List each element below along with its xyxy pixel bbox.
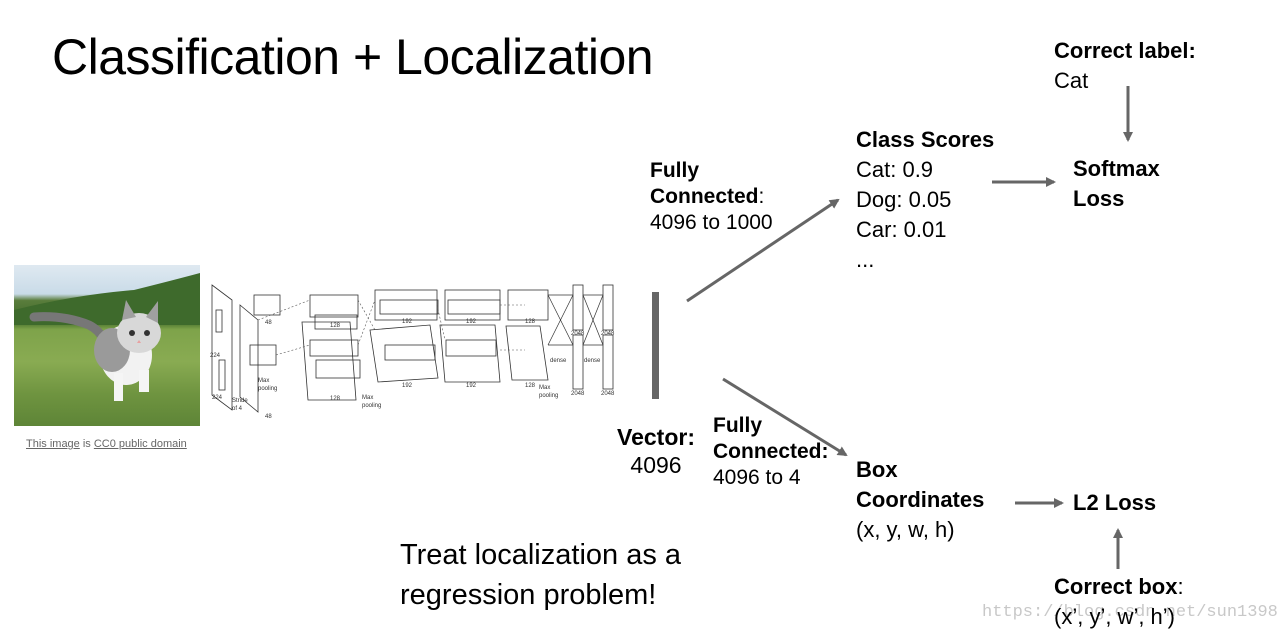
fc-top-block: Fully Connected: 4096 to 1000 bbox=[650, 158, 773, 236]
softmax-line1: Softmax bbox=[1073, 156, 1160, 181]
cnn-label-224: 224 bbox=[210, 353, 221, 359]
slide-title: Classification + Localization bbox=[52, 29, 654, 85]
vector-label: Vector: bbox=[617, 424, 695, 450]
svg-text:128: 128 bbox=[330, 396, 341, 402]
cat-photo bbox=[14, 265, 200, 426]
cnn-label-maxpool3: Max bbox=[539, 385, 550, 391]
svg-text:pooling: pooling bbox=[258, 386, 277, 392]
arrow-to-box-coords bbox=[722, 377, 848, 457]
fc-top-colon: : bbox=[758, 185, 765, 208]
svg-text:2048: 2048 bbox=[601, 331, 615, 337]
fc-bottom-title1: Fully bbox=[713, 414, 763, 437]
fc-bottom-detail: 4096 to 4 bbox=[713, 466, 801, 489]
cat-illustration bbox=[14, 273, 200, 401]
svg-text:2048: 2048 bbox=[571, 331, 585, 337]
correct-box-block: Correct box: (x’, y’, w’, h’) bbox=[1054, 572, 1184, 632]
cnn-label-maxpool2: Max bbox=[362, 395, 373, 401]
class-score-item: Cat: 0.9 bbox=[856, 157, 934, 182]
cc0-link[interactable]: CC0 public domain bbox=[93, 438, 187, 450]
image-caption: This image is CC0 public domain bbox=[26, 438, 187, 450]
box-line3: (x, y, w, h) bbox=[856, 517, 955, 542]
svg-text:pooling: pooling bbox=[539, 393, 558, 399]
softmax-line2: Loss bbox=[1073, 186, 1125, 211]
correct-label-title: Correct label: bbox=[1054, 38, 1196, 63]
svg-text:128: 128 bbox=[525, 319, 536, 325]
correct-box-value: (x’, y’, w’, h’) bbox=[1054, 604, 1175, 629]
cnn-label-dense1: dense bbox=[550, 358, 567, 364]
arrow-to-class-scores bbox=[686, 198, 840, 303]
correct-box-title: Correct box bbox=[1054, 574, 1178, 599]
svg-text:2048: 2048 bbox=[571, 391, 585, 397]
cnn-label-stride: Stride bbox=[232, 398, 248, 404]
box-line2: Coordinates bbox=[856, 487, 985, 512]
caption-text: is bbox=[79, 438, 94, 450]
box-coordinates-block: Box Coordinates (x, y, w, h) bbox=[856, 455, 984, 545]
this-image-link[interactable]: This image bbox=[26, 438, 80, 450]
fc-top-detail: 4096 to 1000 bbox=[650, 211, 773, 234]
svg-text:2048: 2048 bbox=[601, 391, 615, 397]
fc-bottom-title2: Connected: bbox=[713, 440, 829, 463]
class-score-item: Dog: 0.05 bbox=[856, 187, 952, 212]
box-line1: Box bbox=[856, 457, 898, 482]
l2-loss-label: L2 Loss bbox=[1073, 490, 1157, 515]
class-score-ellipsis: ... bbox=[856, 247, 875, 272]
svg-text:128: 128 bbox=[330, 323, 341, 329]
svg-text:128: 128 bbox=[525, 383, 536, 389]
cnn-label-of4: of 4 bbox=[232, 406, 243, 412]
vector-value: 4096 bbox=[630, 452, 682, 478]
fc-top-title1: Fully bbox=[650, 159, 700, 182]
fc-top-title2: Connected bbox=[650, 185, 759, 208]
cnn-label-224b: 224 bbox=[212, 395, 223, 401]
svg-text:192: 192 bbox=[402, 383, 413, 389]
note-line2: regression problem! bbox=[400, 579, 657, 611]
svg-text:192: 192 bbox=[402, 319, 413, 325]
watermark: https://blog.csdn.net/sun1398 bbox=[982, 603, 1278, 622]
cnn-label-dense2: dense bbox=[584, 358, 601, 364]
class-scores-block: Class Scores Cat: 0.9 Dog: 0.05 Car: 0.0… bbox=[856, 125, 994, 275]
svg-text:48: 48 bbox=[265, 320, 272, 326]
class-scores-title: Class Scores bbox=[856, 127, 995, 152]
feature-vector-bar bbox=[652, 292, 659, 399]
svg-text:48: 48 bbox=[265, 414, 272, 420]
correct-label-value: Cat bbox=[1054, 68, 1089, 93]
regression-note: Treat localization as a regression probl… bbox=[400, 535, 681, 615]
svg-text:pooling: pooling bbox=[362, 403, 381, 409]
svg-text:192: 192 bbox=[466, 383, 477, 389]
svg-text:192: 192 bbox=[466, 319, 477, 325]
correct-box-colon: : bbox=[1177, 574, 1184, 599]
softmax-loss-block: Softmax Loss bbox=[1073, 154, 1160, 214]
vector-block: Vector: 4096 bbox=[612, 423, 700, 479]
note-line1: Treat localization as a bbox=[400, 539, 682, 571]
fc-bottom-block: Fully Connected: 4096 to 4 bbox=[713, 413, 829, 491]
cnn-label-maxpool1: Max bbox=[258, 378, 269, 384]
correct-label-block: Correct label: Cat bbox=[1054, 36, 1196, 96]
class-score-item: Car: 0.01 bbox=[856, 217, 947, 242]
